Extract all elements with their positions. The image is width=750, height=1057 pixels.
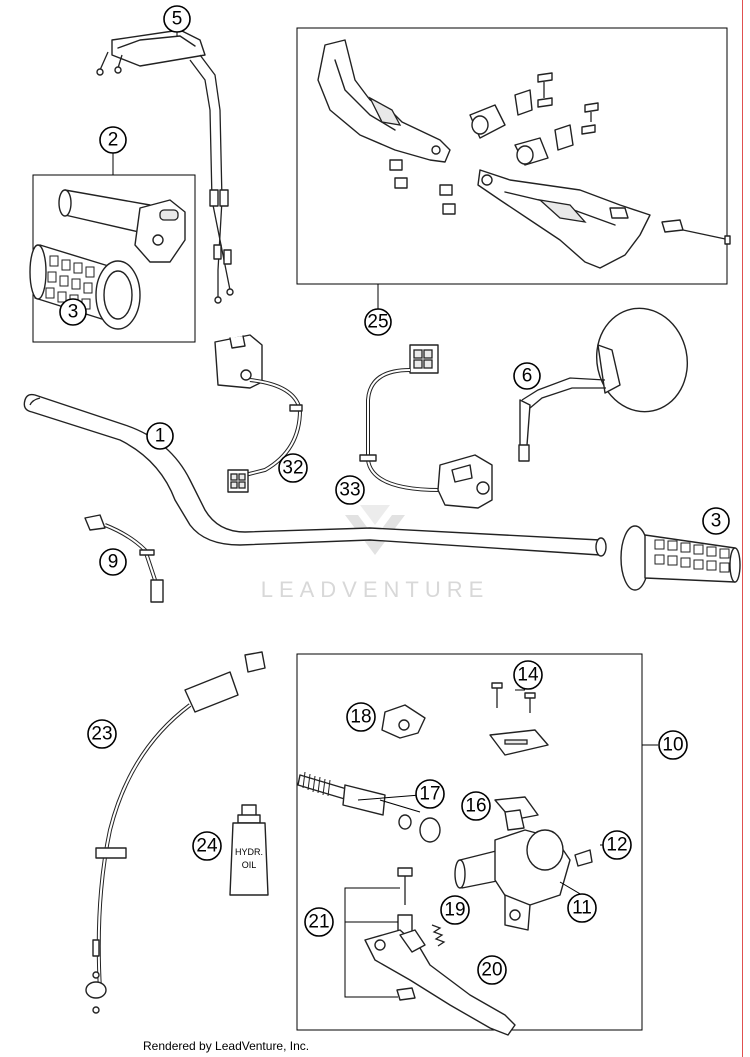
svg-text:12: 12 [606,835,627,856]
svg-text:1: 1 [155,426,166,447]
svg-text:19: 19 [444,900,465,921]
svg-text:16: 16 [465,796,486,817]
reservoir-gasket[interactable] [494,796,539,831]
callout-3-kit: 3 [59,298,87,326]
svg-text:2: 2 [108,130,119,151]
reservoir-screws[interactable] [491,682,536,713]
page-edge-line [742,0,743,1057]
brake-lever[interactable] [364,929,516,1036]
engine-switch-right[interactable] [359,344,493,509]
svg-text:23: 23 [91,724,112,745]
svg-text:3: 3 [68,302,79,323]
light-switch-left[interactable] [214,334,303,493]
svg-text:21: 21 [308,912,329,933]
svg-text:5: 5 [172,9,183,30]
callout-14: 14 [513,660,543,690]
mirror[interactable] [518,300,697,462]
callout-32: 32 [278,453,308,483]
callout-12: 12 [602,830,632,860]
footer-credit: Rendered by LeadVenture, Inc. [143,1039,310,1053]
callout-11: 11 [567,893,597,923]
svg-text:9: 9 [108,552,119,573]
callout-33: 33 [335,475,365,505]
handlebar[interactable] [23,393,607,557]
svg-text:24: 24 [196,836,218,857]
callout-20: 20 [477,955,507,985]
callout-24: 24 [192,831,222,861]
clutch-retaining-clip[interactable] [381,704,426,739]
piston-kit[interactable] [297,771,441,843]
svg-text:33: 33 [339,480,360,501]
brake-kit-frame [296,653,643,1031]
throttle-tube[interactable] [58,189,186,263]
svg-text:18: 18 [350,707,371,728]
clutch-hose[interactable] [85,651,266,1014]
handguard-left[interactable] [317,39,451,163]
svg-text:14: 14 [517,665,539,686]
handguard-nuts[interactable] [389,159,456,215]
callout-5: 5 [163,5,191,33]
throttle-cable-assembly[interactable] [96,29,234,304]
svg-text:17: 17 [419,784,440,805]
watermark-text: LEADVENTURE [261,577,490,602]
watermark-logo: LEADVENTURE [261,505,490,602]
lever-nut[interactable] [396,987,416,1001]
callout-19: 19 [440,895,470,925]
kill-switch-cable[interactable] [84,514,164,603]
grip-rubber-left[interactable] [29,244,141,330]
callout-21: 21 [304,907,334,937]
callout-9: 9 [99,548,127,576]
handguard-clamps[interactable] [469,89,574,166]
svg-text:10: 10 [662,735,683,756]
svg-text:11: 11 [572,898,592,919]
callout-10: 10 [658,730,688,760]
callout-16: 16 [461,791,491,821]
handguard-kit-frame [296,27,728,285]
svg-text:32: 32 [282,458,303,479]
svg-text:25: 25 [367,312,388,333]
svg-text:6: 6 [522,366,533,387]
lever-spring[interactable] [431,924,446,947]
callout-23: 23 [87,719,117,749]
bottle-label-line2: OIL [242,860,257,870]
callout-6: 6 [513,362,541,390]
handguard-bolts[interactable] [537,72,731,245]
callout-18: 18 [346,702,376,732]
master-cylinder[interactable] [454,829,593,931]
grip-rubber-right[interactable] [620,525,741,591]
lever-pivot-bolt[interactable] [397,867,413,936]
callout-17: 17 [415,779,445,809]
hydraulic-oil-bottle[interactable]: HYDR. OIL [229,804,269,896]
handguard-right[interactable] [477,169,651,269]
svg-text:20: 20 [481,960,502,981]
callout-3-loose: 3 [702,507,730,535]
reservoir-cover[interactable] [489,729,549,756]
callout-2: 2 [99,126,127,154]
bottle-label-line1: HYDR. [235,847,263,857]
callout-1: 1 [146,422,174,450]
svg-text:3: 3 [711,511,722,532]
callout-25: 25 [364,308,392,336]
